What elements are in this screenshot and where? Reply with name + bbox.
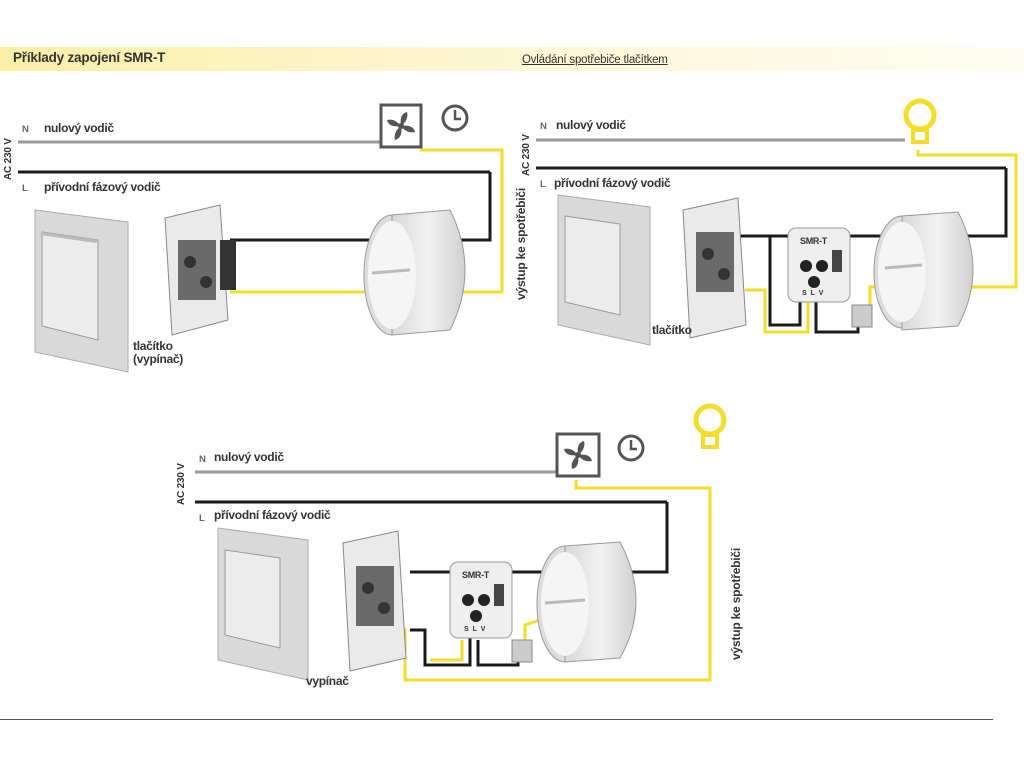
diagram-3 [195, 403, 727, 682]
switch-mechanism [342, 530, 407, 672]
switch-mechanism [164, 204, 236, 336]
diagram-1 [18, 103, 504, 373]
smr-t-module [787, 227, 851, 303]
neutral-label: nulový vodič [214, 450, 284, 464]
output-terminal [511, 639, 533, 663]
switch-plate [557, 194, 651, 346]
page-title: Příklady zapojení SMR-T [13, 50, 166, 65]
phase-to-switch-wire [230, 172, 492, 242]
switch-plate [217, 527, 309, 681]
bulb-icon [903, 98, 937, 144]
switch-mechanism [682, 197, 747, 339]
neutral-label: nulový vodič [44, 121, 114, 135]
switch-label: vypínač [306, 674, 349, 688]
voltage-label: AC 230 V [521, 134, 532, 176]
switch-label: tlačítko (vypínač) [133, 339, 183, 366]
fan-icon [379, 103, 423, 149]
terminal-label: S L V [802, 290, 825, 297]
output-label: výstup ke spotřebiči [729, 547, 743, 660]
bulb-icon [693, 403, 727, 449]
neutral-mark: N [199, 454, 206, 465]
mounting-box [363, 209, 466, 336]
smr-t-module [449, 561, 513, 639]
diagram-2 [536, 98, 1018, 346]
fan-icon [555, 432, 601, 478]
switch-plate [34, 209, 129, 373]
footer-rule [0, 719, 993, 720]
header-banner [0, 47, 1024, 71]
timer-icon [441, 104, 469, 132]
neutral-label: nulový vodič [556, 118, 626, 132]
neutral-mark: N [540, 121, 547, 132]
output-terminal [851, 304, 873, 328]
output-label: výstup ke spotřebiči [514, 187, 528, 300]
terminal-label: S L V [464, 626, 487, 633]
phase-mark: L [540, 179, 546, 190]
section-title: Ovládání spotřebiče tlačítkem [522, 54, 668, 66]
neutral-mark: N [22, 124, 29, 135]
phase-mark: L [199, 513, 205, 524]
mounting-box [873, 211, 974, 331]
voltage-label: AC 230 V [176, 463, 187, 505]
phase-label: přívodní fázový vodič [554, 176, 671, 190]
phase-label: přívodní fázový vodič [44, 180, 161, 194]
phase-mark: L [22, 183, 28, 194]
module-label: SMR-T [462, 570, 489, 580]
module-label: SMR-T [800, 236, 827, 246]
timer-icon [617, 434, 645, 462]
phase-label: přívodní fázový vodič [214, 508, 331, 522]
voltage-label: AC 230 V [3, 138, 14, 180]
mounting-box [536, 541, 637, 663]
switch-label: tlačítko [652, 323, 692, 337]
